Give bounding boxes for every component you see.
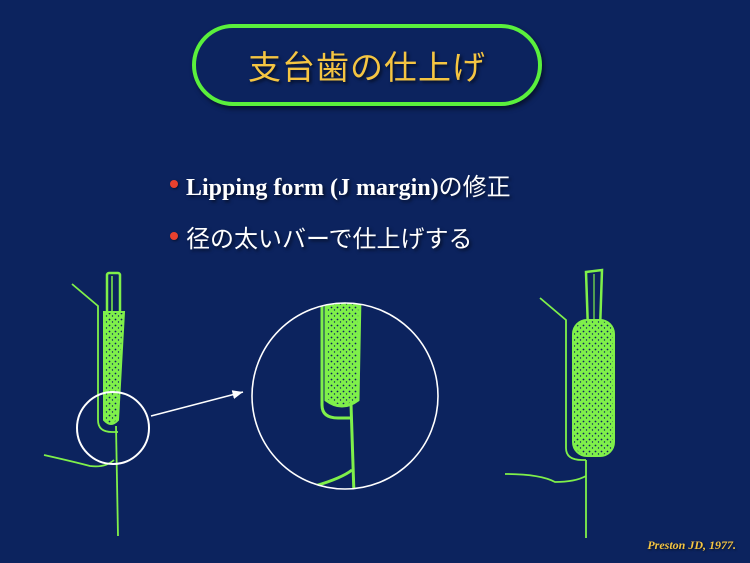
- magnifier-circle-large: [251, 302, 439, 490]
- bullet-item: 径の太いバーで仕上げする: [170, 218, 511, 254]
- bullet-dot-icon: [170, 232, 178, 240]
- left-bur-figure: [43, 271, 244, 537]
- bullet-jp-text: 径の太いバーで仕上げする: [186, 224, 473, 253]
- bullet-latin-text: Lipping form (J margin): [186, 174, 439, 201]
- citation: Preston JD, 1977.: [647, 538, 736, 552]
- arrow-icon: [150, 390, 244, 417]
- bullet-list: Lipping form (J margin)の修正 径の太いバーで仕上げする: [170, 166, 511, 270]
- magnifier-circle-small: [76, 391, 150, 465]
- bullet-jp-text: の修正: [438, 172, 511, 201]
- right-bur-figure: [504, 268, 615, 538]
- bullet-dot-icon: [170, 180, 178, 188]
- title-box: 支台歯の仕上げ: [192, 24, 542, 106]
- magnified-figure: [251, 302, 439, 490]
- bullet-item: Lipping form (J margin)の修正: [170, 166, 511, 202]
- slide-title: 支台歯の仕上げ: [248, 48, 486, 87]
